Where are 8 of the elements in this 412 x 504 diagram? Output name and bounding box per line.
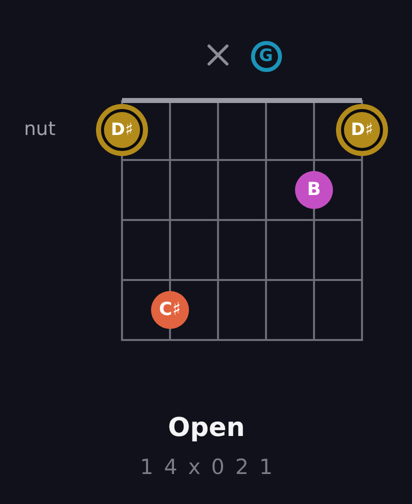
open-string-ring: G: [250, 40, 282, 72]
note-dot: B: [295, 171, 333, 209]
fingering-label: 1 4 x 0 2 1: [140, 455, 275, 480]
chord-name: Open: [168, 413, 245, 444]
note-dot: C♯: [151, 291, 189, 329]
nut-label: nut: [24, 118, 56, 141]
ringed-note-dot: D♯: [336, 104, 388, 156]
ringed-note-dot: D♯: [96, 104, 148, 156]
